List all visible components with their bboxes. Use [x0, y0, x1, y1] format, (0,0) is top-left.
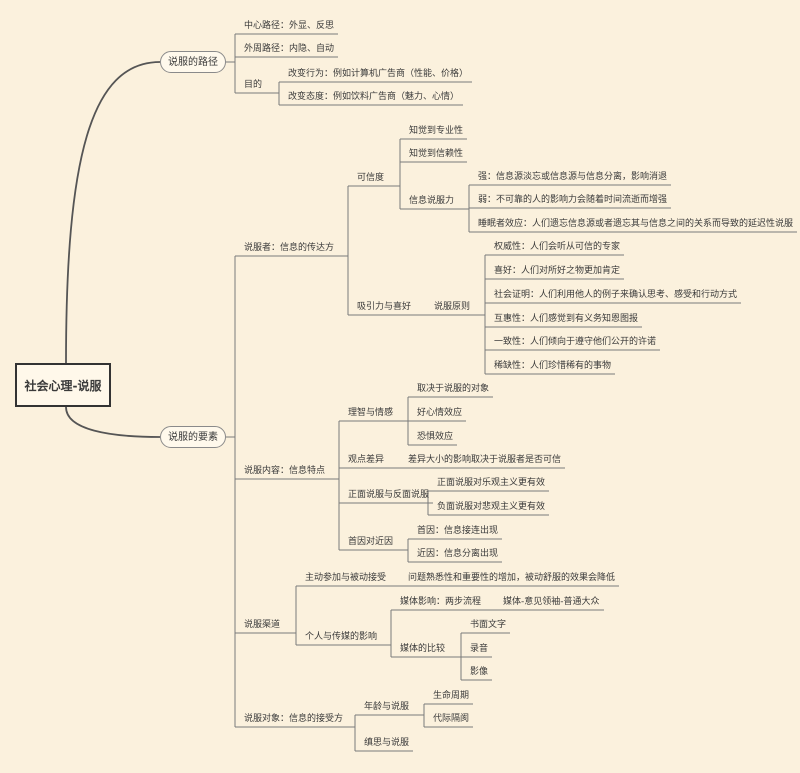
- node-weak[interactable]: 弱：不可靠的人的影响力会随着时间流逝而增强: [478, 195, 668, 205]
- node-sleeper-effect[interactable]: 睡眠者效应：人们遗忘信息源或者遗忘其与信息之间的关系而导致的延迟性说服: [478, 219, 794, 229]
- node-trust[interactable]: 知觉到信赖性: [409, 149, 464, 159]
- node-audio[interactable]: 录音: [470, 644, 489, 654]
- node-audience[interactable]: 说服对象：信息的接受方: [244, 714, 344, 724]
- node-media-compare[interactable]: 媒体的比较: [400, 644, 446, 654]
- node-goal-attitude[interactable]: 改变态度：例如饮料广告商（魅力、心情）: [288, 92, 460, 102]
- node-principles[interactable]: 说服原则: [434, 302, 471, 312]
- node-primacy-recency[interactable]: 首因对近因: [348, 537, 394, 547]
- node-fear[interactable]: 恐惧效应: [417, 432, 454, 442]
- node-discrepancy[interactable]: 观点差异: [348, 455, 385, 465]
- node-liking[interactable]: 喜好：人们对所好之物更加肯定: [494, 266, 621, 276]
- node-strong[interactable]: 强：信息源淡忘或信息源与信息分离，影响消退: [478, 172, 668, 182]
- node-communicator[interactable]: 说服者：信息的传达方: [244, 243, 335, 253]
- connector-curve: [65, 406, 161, 438]
- node-generation[interactable]: 代际隔阂: [433, 714, 470, 724]
- node-consistency[interactable]: 一致性：人们倾向于遵守他们公开的许诺: [494, 337, 657, 347]
- node-peripheral-route[interactable]: 外周路径：内隐、自动: [244, 44, 335, 54]
- node-personal-media[interactable]: 个人与传媒的影响: [305, 632, 378, 642]
- node-written[interactable]: 书面文字: [470, 620, 507, 630]
- node-social-proof[interactable]: 社会证明：人们利用他人的例子来确认思考、感受和行动方式: [494, 290, 738, 300]
- node-thinking[interactable]: 缜思与说服: [364, 738, 410, 748]
- node-goal[interactable]: 目的: [244, 80, 263, 90]
- connector-curve: [65, 61, 161, 364]
- node-age[interactable]: 年龄与说服: [364, 702, 410, 712]
- node-positive[interactable]: 正面说服对乐观主义更有效: [437, 478, 546, 488]
- node-attractiveness[interactable]: 吸引力与喜好: [357, 302, 412, 312]
- node-scarcity[interactable]: 稀缺性：人们珍惜稀有的事物: [494, 361, 612, 371]
- node-discrepancy-detail[interactable]: 差异大小的影响取决于说服者是否可信: [408, 455, 562, 465]
- node-authority[interactable]: 权威性：人们会听从可信的专家: [494, 242, 621, 252]
- node-goal-behavior[interactable]: 改变行为：例如计算机广告商（性能、价格）: [288, 69, 469, 79]
- node-message[interactable]: 说服内容：信息特点: [244, 466, 326, 476]
- node-recency[interactable]: 近因：信息分离出现: [417, 549, 499, 559]
- node-one-two-sided[interactable]: 正面说服与反面说服: [348, 490, 430, 500]
- node-life-cycle[interactable]: 生命周期: [433, 691, 470, 701]
- node-active-detail[interactable]: 问题熟悉性和重要性的增加，被动舒服的效果会降低: [408, 573, 616, 583]
- node-media-influence[interactable]: 媒体影响：两步流程: [400, 597, 482, 607]
- node-video[interactable]: 影像: [470, 667, 489, 677]
- node-reciprocity[interactable]: 互惠性：人们感觉到有义务知恩图报: [494, 314, 639, 324]
- node-good-mood[interactable]: 好心情效应: [417, 408, 463, 418]
- node-expertise[interactable]: 知觉到专业性: [409, 126, 464, 136]
- node-persuasive-power[interactable]: 信息说服力: [409, 196, 455, 206]
- node-reason-emotion[interactable]: 理智与情感: [348, 408, 394, 418]
- node-credibility[interactable]: 可信度: [357, 173, 385, 183]
- node-channel[interactable]: 说服渠道: [244, 620, 281, 630]
- node-depends-audience[interactable]: 取决于说服的对象: [417, 384, 490, 394]
- node-active-passive[interactable]: 主动参加与被动接受: [305, 573, 387, 583]
- node-media-flow[interactable]: 媒体-意见领袖-普通大众: [503, 597, 600, 607]
- root-node[interactable]: 社会心理-说服: [15, 363, 111, 407]
- node-primacy[interactable]: 首因：信息接连出现: [417, 526, 499, 536]
- main-node-path[interactable]: 说服的路径: [160, 51, 226, 73]
- node-central-route[interactable]: 中心路径：外显、反思: [244, 21, 335, 31]
- node-negative[interactable]: 负面说服对悲观主义更有效: [437, 502, 546, 512]
- main-node-elements[interactable]: 说服的要素: [160, 426, 226, 448]
